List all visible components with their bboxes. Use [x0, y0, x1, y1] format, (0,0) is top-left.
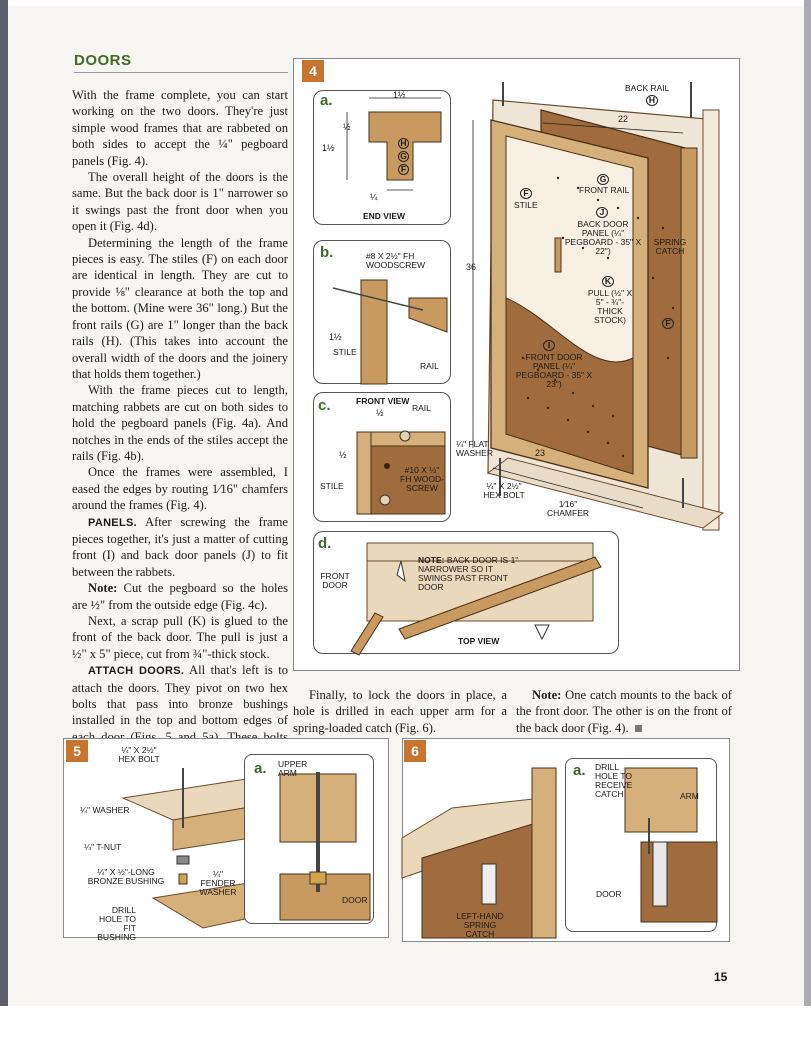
- fig4-main-drawing: [472, 82, 725, 531]
- label-back-rail: BACK RAIL: [625, 83, 670, 93]
- inset-letter: a.: [320, 92, 333, 109]
- part-letter-badge: H: [398, 138, 409, 149]
- part-letter-badge: G: [398, 151, 409, 162]
- inset-letter: c.: [318, 397, 331, 414]
- end-of-article-mark: [634, 724, 642, 732]
- figure-number: 5: [66, 740, 88, 762]
- label-front-door: FRONT DOOR: [320, 571, 350, 590]
- page-edge-shadow: [804, 0, 811, 1006]
- fig6-drawing: [401, 767, 557, 939]
- run-in-head: PANELS.: [88, 516, 137, 529]
- label-stile: STILE: [333, 347, 357, 357]
- label-arm: ARM: [680, 791, 699, 801]
- label-spring-catch: LEFT-HAND SPRING CATCH: [456, 911, 504, 939]
- part-letter-badge: F: [398, 164, 409, 175]
- dimension: ½: [376, 408, 384, 418]
- inset-letter: b.: [320, 244, 334, 261]
- label-bushing: ¼" x ½"-LONG BRONZE BUSHING: [87, 867, 165, 886]
- paragraph: Note: One catch mounts to the back of th…: [516, 687, 732, 736]
- dimension: 1½: [322, 143, 335, 153]
- label-hex-bolt: ¼" x 2½" HEX BOLT: [483, 481, 525, 500]
- label-woodscrew: #8 x 2½" Fh WOODSCREW: [366, 251, 426, 270]
- label-door: DOOR: [596, 889, 622, 899]
- heading-rule: [74, 72, 288, 73]
- dimension: ½: [343, 122, 351, 132]
- fig5-inset-drawing: [279, 772, 371, 921]
- label-pull: PULL (½" x 5" - ¾"-THICK STOCK): [587, 288, 633, 325]
- joint-drawing: [332, 279, 448, 385]
- page-spine-shadow: [0, 0, 8, 1006]
- inset-letter: a.: [254, 760, 267, 777]
- label-stile: STILE: [320, 481, 344, 491]
- dimension-36: 36: [466, 262, 477, 272]
- inset-caption: END VIEW: [363, 211, 406, 221]
- label-drill-hole: DRILL HOLE TO RECEIVE CATCH: [595, 762, 633, 799]
- top-view-drawing: [350, 542, 602, 656]
- front-view-drawing: [356, 430, 446, 515]
- part-letter-badge: K: [602, 276, 614, 287]
- note-lead: NOTE:: [418, 555, 445, 565]
- label-front-rail: FRONT RAIL: [579, 185, 630, 195]
- dimension: ½: [339, 450, 347, 460]
- label-fender-washer: ¼" FENDER WASHER: [199, 869, 237, 897]
- paragraph: Note: Cut the pegboard so the holes are …: [72, 580, 288, 613]
- paragraph: The overall height of the doors is the s…: [72, 170, 288, 234]
- label-rail: RAIL: [412, 403, 431, 413]
- figure-number: 6: [404, 740, 426, 762]
- label-flat-washer: ¼" FLAT WASHER: [456, 439, 493, 458]
- paragraph: Determining the length of the frame piec…: [72, 235, 288, 381]
- paragraph: Once the frames were assembled, I eased …: [72, 465, 288, 513]
- dimension-23: 23: [535, 448, 546, 458]
- body-column-3: Note: One catch mounts to the back of th…: [516, 687, 732, 736]
- inset-title: FRONT VIEW: [356, 396, 410, 406]
- part-letter-badge: G: [597, 174, 609, 185]
- body-column-2: Finally, to lock the doors in place, a h…: [293, 687, 507, 736]
- paragraph: With the frame pieces cut to length, mat…: [72, 383, 288, 463]
- label-chamfer: 1⁄16" CHAMFER: [546, 499, 590, 518]
- label-front-door-panel: FRONT DOOR PANEL (¼" PEGBOARD - 35" x 23…: [515, 352, 593, 389]
- part-letter-badge: H: [646, 95, 658, 106]
- paragraph: With the frame complete, you can start w…: [72, 88, 288, 168]
- label-door: DOOR: [342, 895, 368, 905]
- label-t-nut: ¼" T-NUT: [84, 842, 122, 852]
- figure-number: 4: [302, 60, 324, 82]
- dimension: 1½: [329, 332, 342, 342]
- body-column: With the frame complete, you can start w…: [72, 87, 288, 794]
- paragraph: Next, a scrap pull (K) is glued to the f…: [72, 614, 288, 661]
- page-number: 15: [714, 970, 728, 984]
- dimension: 1½: [393, 90, 406, 100]
- paragraph: Finally, to lock the doors in place, a h…: [293, 688, 507, 735]
- label-upper-arm: UPPER ARM: [278, 759, 308, 778]
- part-letter-badge: J: [596, 207, 608, 218]
- label-washer: ¼" WASHER: [80, 805, 130, 815]
- label-hex-bolt: ¼" x 2½" HEX BOLT: [118, 745, 160, 764]
- part-letter-badge: I: [543, 340, 555, 351]
- paragraph-text: Cut the pegboard so the holes are ½" fro…: [72, 581, 288, 612]
- end-view-drawing: [346, 97, 442, 191]
- inset-letter: a.: [573, 762, 586, 779]
- note-lead: Note:: [532, 688, 562, 702]
- part-letter-badge: F: [520, 188, 532, 199]
- label-rail: RAIL: [420, 361, 439, 371]
- label-back-door-panel: BACK DOOR PANEL (¼" PEGBOARD - 35" x 22"…: [564, 219, 642, 256]
- note-text: BACK DOOR IS 1" NARROWER SO IT SWINGS PA…: [418, 555, 519, 592]
- dimension-22: 22: [618, 114, 629, 124]
- dimension: ¼: [370, 192, 378, 202]
- label-stile: STILE: [514, 200, 538, 210]
- paragraph-text: After screwing the frame pieces together…: [72, 514, 288, 579]
- label-drill-hole: DRILL HOLE TO FIT BUSHING: [97, 905, 136, 942]
- section-title: DOORS: [74, 52, 132, 69]
- fig6-inset-drawing: [624, 767, 718, 923]
- run-in-head: ATTACH DOORS.: [88, 665, 185, 678]
- inset-letter: d.: [318, 535, 332, 552]
- part-letter-badge: F: [662, 318, 674, 329]
- paragraph: PANELS. After screwing the frame pieces …: [72, 514, 288, 581]
- inset-caption: TOP VIEW: [458, 636, 500, 646]
- note-back-door: NOTE: BACK DOOR IS 1" NARROWER SO IT SWI…: [418, 556, 528, 592]
- label-screw: #10 x ½" Fh WOOD-SCREW: [400, 465, 444, 493]
- label-spring-catch: SPRING CATCH: [653, 237, 687, 256]
- note-lead: Note:: [88, 581, 118, 596]
- paragraph-text: One catch mounts to the back of the fron…: [516, 688, 732, 735]
